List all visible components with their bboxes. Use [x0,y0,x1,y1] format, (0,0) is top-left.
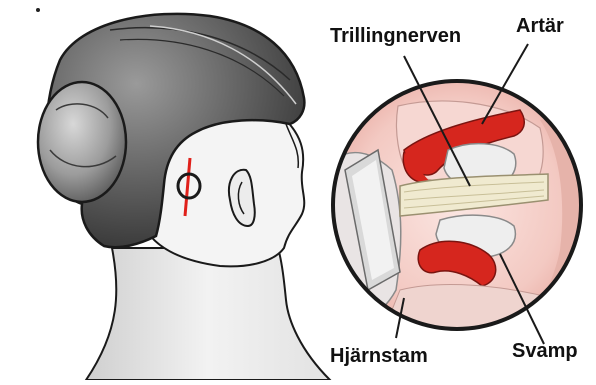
label-brainstem: Hjärnstam [330,346,428,366]
label-trigeminal-nerve: Trillingnerven [330,26,461,46]
neck-shoulders [86,248,330,380]
label-artery: Artär [516,16,564,36]
label-sponge: Svamp [512,341,578,361]
head-drawing [38,14,330,380]
hair-bun [38,82,126,202]
speck [36,8,40,12]
surgical-inset [333,81,584,340]
